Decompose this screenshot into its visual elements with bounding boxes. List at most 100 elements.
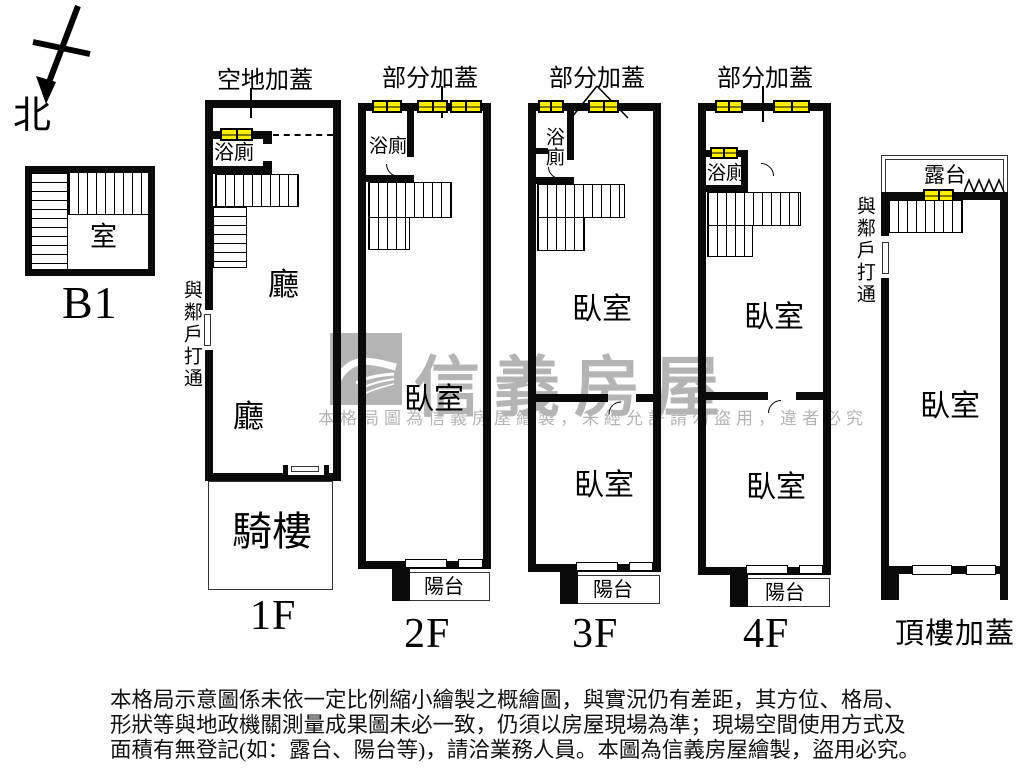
room-label-balcony: 陽台 — [424, 576, 464, 598]
wall-segment — [741, 154, 748, 188]
room-label-bath: 浴廁 — [214, 142, 254, 164]
wall-segment — [213, 166, 270, 174]
window-opening — [576, 562, 618, 571]
window-opening — [966, 565, 996, 575]
stairs — [213, 206, 247, 268]
wall-segment — [366, 175, 414, 182]
hatch-ladder-icon — [964, 178, 1005, 194]
plan-2f: 浴廁 臥室 — [358, 100, 491, 569]
door-opening — [203, 310, 213, 350]
wall-segment — [881, 192, 889, 236]
room-label-bedroom: 臥室 — [920, 390, 980, 423]
window-symbol — [715, 100, 743, 113]
stairs — [368, 182, 452, 218]
stairs — [537, 184, 625, 218]
plan-4f: 浴廁 臥室 臥室 — [698, 100, 831, 575]
stairs — [707, 192, 801, 226]
room-label-arcade: 騎樓 — [232, 509, 312, 554]
side-note-1f: 與鄰戶打通 — [180, 280, 202, 390]
stairs — [707, 225, 753, 257]
disclaimer-line-1: 本格局示意圖係未依一定比例縮小繪製之概繪圖，與實況仍有差距，其方位、格局、 — [110, 688, 906, 712]
side-note-roof: 與鄰戶打通 — [853, 196, 875, 306]
floor-label-2f: 2F — [404, 611, 451, 657]
stairs — [68, 173, 148, 215]
window-opening — [458, 559, 483, 568]
window-symbol — [773, 100, 810, 113]
window-opening — [629, 562, 653, 571]
disclaimer-line-3: 面積有無登記(如：露台、陽台等)，請洽業務人員。本圖為信義房屋繪製，盜用必究。 — [110, 738, 920, 762]
wall-nub — [263, 131, 272, 144]
stairs — [537, 217, 585, 251]
room-label-balcony: 陽台 — [593, 579, 633, 601]
door-arc — [742, 157, 780, 195]
window-symbol — [450, 100, 482, 113]
door-leaf — [882, 242, 889, 274]
wall-segment — [567, 111, 574, 160]
arcade-area: 騎樓 — [208, 481, 333, 590]
wall-nub — [283, 465, 288, 475]
window-symbol — [588, 100, 619, 113]
wall-segment — [536, 148, 548, 154]
room-label-terrace: 露台 — [924, 163, 966, 187]
balcony-4f: 陽台 — [736, 578, 830, 607]
north-label: 北 — [13, 95, 52, 137]
window-opening — [799, 565, 823, 574]
floor-label-4f: 4F — [743, 611, 790, 657]
floor-label-1f: 1F — [250, 593, 297, 639]
wall-corner — [730, 573, 748, 607]
room-label-bath: 浴廁 — [707, 163, 746, 184]
terrace-inner-line — [885, 159, 1004, 195]
door-leaf — [204, 314, 211, 346]
wall-nub — [263, 161, 272, 174]
disclaimer-line-2: 形狀等與地政機關測量成果圖未必一致，仍須以房屋現場為準；現場空間使用方式及 — [110, 713, 906, 737]
balcony-2f: 陽台 — [398, 572, 490, 601]
room-label-bedroom: 臥室 — [572, 293, 632, 326]
window-opening — [912, 565, 952, 575]
dashed-line — [273, 134, 333, 136]
annotation-1f: 空地加蓋 — [217, 68, 313, 94]
annotation-2f: 部分加蓋 — [382, 66, 478, 92]
room-label-hall: 廳 — [233, 399, 264, 434]
door-leaf — [291, 466, 319, 472]
room-label-bedroom: 臥室 — [404, 383, 464, 416]
window-symbol — [372, 100, 402, 113]
watermark-brand: 信義房屋 — [414, 352, 734, 425]
wall-segment — [881, 278, 889, 600]
plan-3f: 浴廁 臥室 臥室 — [528, 100, 661, 572]
room-label-bedroom: 臥室 — [744, 301, 804, 334]
room-label-hall: 廳 — [268, 267, 299, 302]
north-arrow-icon — [32, 4, 91, 104]
wall-segment — [636, 394, 653, 402]
annotation-3f: 部分加蓋 — [549, 66, 645, 92]
wall-segment — [706, 392, 768, 400]
room-label-bedroom: 臥室 — [574, 469, 634, 502]
window-symbol — [417, 100, 448, 113]
window-opening — [746, 565, 788, 574]
wall-corner — [392, 567, 410, 601]
wall-segment — [536, 177, 574, 184]
window-symbol — [710, 147, 738, 159]
floor-label-3f: 3F — [572, 611, 619, 657]
plan-1f: 浴廁 廳 廳 — [203, 100, 341, 481]
room-label: 室 — [90, 222, 117, 252]
annotation-4f: 部分加蓋 — [717, 66, 813, 92]
floor-label-roof: 頂樓加蓋 — [895, 618, 1016, 650]
window-symbol — [220, 128, 253, 141]
wall-segment — [407, 111, 414, 157]
wall-corner — [560, 570, 578, 604]
window-opening — [405, 559, 447, 568]
door-arc — [762, 394, 800, 432]
wall-segment — [796, 392, 823, 400]
wall-segment — [706, 185, 748, 192]
watermark-notice: 本格局圖為信義房屋繪製，未經允許請勿盜用，違者必究 — [318, 409, 868, 428]
wall-segment — [899, 566, 1008, 574]
stairs — [368, 217, 410, 250]
floor-label-b1: B1 — [62, 277, 118, 328]
room-label-balcony: 陽台 — [765, 582, 805, 604]
balcony-3f: 陽台 — [566, 575, 660, 604]
room-label-bedroom: 臥室 — [746, 471, 806, 504]
window-symbol — [538, 100, 564, 113]
wall-segment — [1000, 192, 1008, 600]
stairs — [215, 174, 299, 207]
